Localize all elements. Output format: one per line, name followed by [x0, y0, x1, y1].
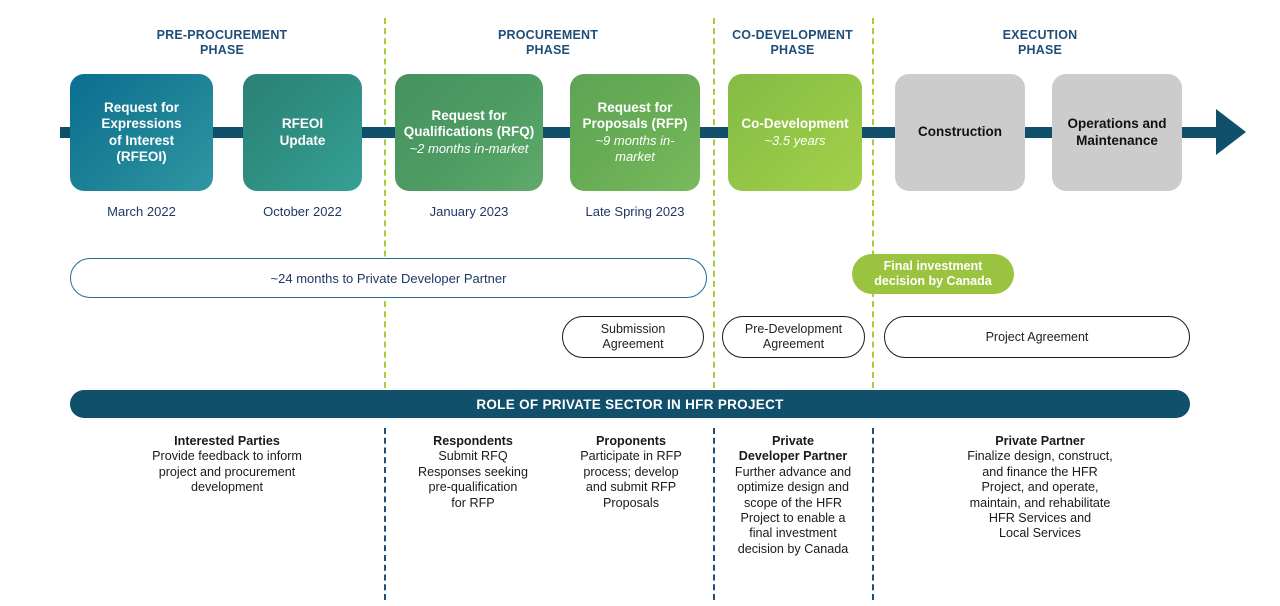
stage-label-rfeoi-update: RFEOI Update [279, 116, 326, 148]
role-title-interested-parties: Interested Parties [174, 434, 280, 448]
stage-box-operations-maintenance[interactable]: Operations and Maintenance [1052, 74, 1182, 191]
stage-label-construction: Construction [918, 124, 1002, 140]
pill-final-investment-decision[interactable]: Final investment decision by Canada [852, 254, 1014, 294]
pill-pre-development-agreement[interactable]: Pre-Development Agreement [722, 316, 865, 358]
date-label-rfq: January 2023 [429, 204, 509, 219]
stage-label-rfp: Request for Proposals (RFP) ~9 months in… [576, 83, 694, 182]
phase-divider-3-upper [872, 18, 874, 388]
stage-box-construction[interactable]: Construction [895, 74, 1025, 191]
timeline-connector-2 [355, 127, 403, 138]
role-column-interested-parties: Interested Parties Provide feedback to i… [82, 434, 372, 496]
role-column-respondents: Respondents Submit RFQ Responses seeking… [398, 434, 548, 511]
stage-label-operations-maintenance: Operations and Maintenance [1067, 116, 1167, 148]
stage-label-rfq-text: Request for Qualifications (RFQ) [403, 107, 535, 140]
date-label-rfp: Late Spring 2023 [585, 204, 685, 219]
pill-months-to-partner[interactable]: ~24 months to Private Developer Partner [70, 258, 707, 298]
timeline-connector-4 [693, 127, 735, 138]
date-label-rfeoi-update: October 2022 [263, 204, 342, 219]
role-body-respondents: Submit RFQ Responses seeking pre-qualifi… [418, 449, 528, 510]
role-column-proponents: Proponents Participate in RFP process; d… [556, 434, 706, 511]
pill-final-investment-decision-label: Final investment decision by Canada [874, 259, 992, 288]
phase-title-procurement: PROCUREMENT PHASE [497, 28, 599, 57]
pill-project-agreement-label: Project Agreement [985, 329, 1089, 344]
phase-divider-2-lower [713, 428, 715, 600]
stage-label-rfeoi: Request for Expressions of Interest (RFE… [101, 99, 182, 165]
stage-label-rfp-text: Request for Proposals (RFP) [582, 99, 688, 132]
stage-label-rfq: Request for Qualifications (RFQ) ~2 mont… [404, 91, 535, 174]
timeline-track-end [1175, 127, 1220, 138]
pill-months-to-partner-label: ~24 months to Private Developer Partner [270, 270, 507, 286]
phase-title-execution: EXECUTION PHASE [1002, 28, 1078, 57]
stage-sub-rfq: ~2 months in-market [409, 140, 529, 156]
stage-sub-co-development: ~3.5 years [764, 132, 826, 148]
role-column-private-partner: Private Partner Finalize design, constru… [928, 434, 1152, 542]
stage-sub-rfp: ~9 months in-market [595, 132, 675, 165]
timeline-connector-6 [1018, 127, 1060, 138]
role-column-private-developer-partner: Private Developer Partner Further advanc… [717, 434, 869, 557]
stage-box-rfq[interactable]: Request for Qualifications (RFQ) ~2 mont… [395, 74, 543, 191]
role-banner: ROLE OF PRIVATE SECTOR IN HFR PROJECT [70, 390, 1190, 418]
stage-box-rfeoi[interactable]: Request for Expressions of Interest (RFE… [70, 74, 213, 191]
timeline-connector-5 [855, 127, 903, 138]
phase-divider-1-upper [384, 18, 386, 388]
date-label-rfeoi: March 2022 [107, 204, 176, 219]
role-body-private-developer-partner: Further advance and optimize design and … [734, 464, 852, 556]
pill-pre-development-agreement-label: Pre-Development Agreement [744, 322, 843, 351]
timeline-connector-3 [536, 127, 578, 138]
role-body-private-partner: Finalize design, construct, and finance … [967, 449, 1113, 541]
role-body-interested-parties: Provide feedback to inform project and p… [152, 449, 302, 495]
timeline-arrow-icon [1216, 109, 1246, 155]
stage-label-co-development: Co-Development ~3.5 years [741, 100, 848, 166]
role-body-proponents: Participate in RFP process; develop and … [580, 449, 682, 510]
role-banner-label: ROLE OF PRIVATE SECTOR IN HFR PROJECT [476, 396, 784, 412]
role-title-respondents: Respondents [433, 434, 513, 448]
pill-submission-agreement[interactable]: Submission Agreement [562, 316, 704, 358]
role-title-proponents: Proponents [596, 434, 666, 448]
timeline-connector-1 [205, 127, 251, 138]
role-title-private-partner: Private Partner [995, 434, 1085, 448]
pill-project-agreement[interactable]: Project Agreement [884, 316, 1190, 358]
phase-divider-2-upper [713, 18, 715, 388]
pill-submission-agreement-label: Submission Agreement [600, 322, 666, 351]
stage-box-rfp[interactable]: Request for Proposals (RFP) ~9 months in… [570, 74, 700, 191]
phase-divider-1-lower [384, 428, 386, 600]
stage-box-co-development[interactable]: Co-Development ~3.5 years [728, 74, 862, 191]
stage-label-co-development-text: Co-Development [741, 116, 849, 131]
timeline-track-start [60, 127, 78, 138]
phase-title-co-development: CO-DEVELOPMENT PHASE [732, 28, 853, 57]
phase-title-pre-procurement: PRE-PROCUREMENT PHASE [156, 28, 288, 57]
stage-box-rfeoi-update[interactable]: RFEOI Update [243, 74, 362, 191]
role-title-private-developer-partner: Private Developer Partner [738, 434, 848, 464]
phase-divider-3-lower [872, 428, 874, 600]
